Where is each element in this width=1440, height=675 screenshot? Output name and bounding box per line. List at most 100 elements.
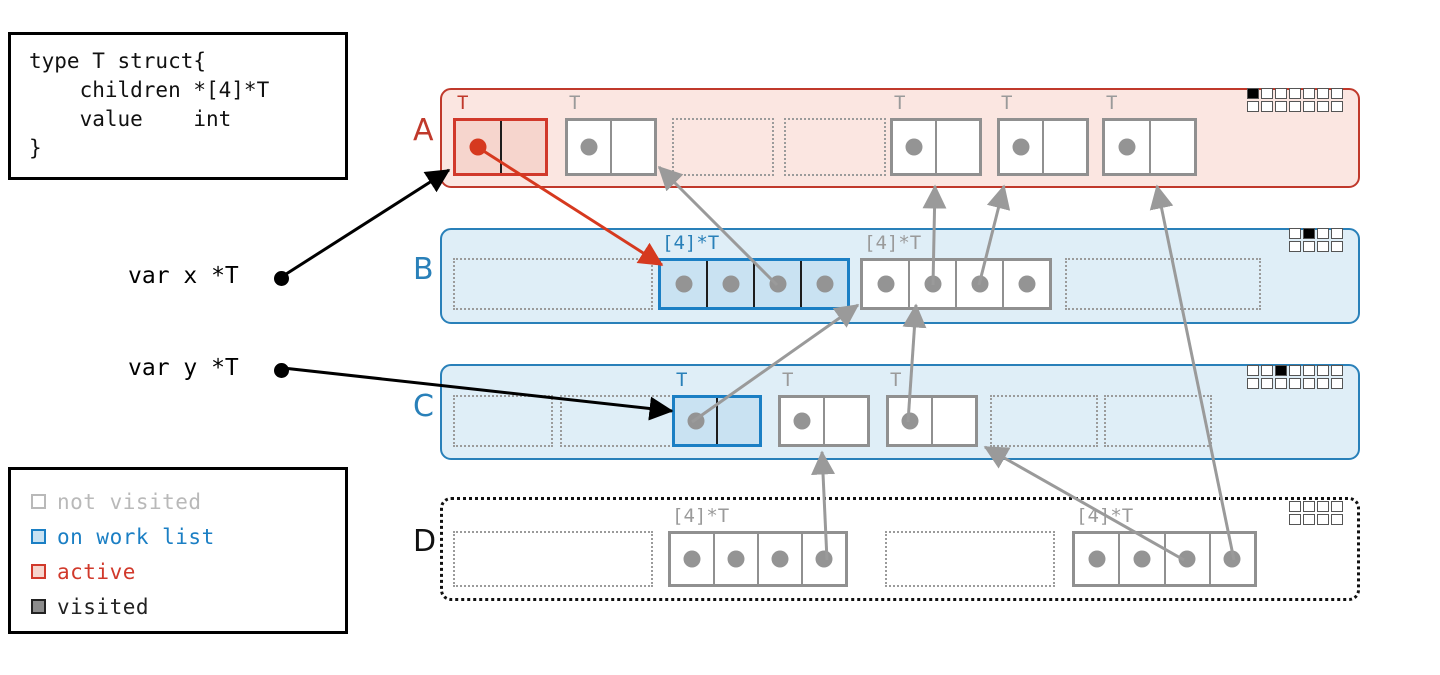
meter-cell bbox=[1331, 88, 1343, 99]
pointer-dot bbox=[901, 412, 919, 430]
meter-cell bbox=[1289, 365, 1301, 376]
meter-cell bbox=[1317, 228, 1329, 239]
code-line: value int bbox=[29, 107, 232, 131]
meter-row bbox=[1247, 88, 1343, 99]
object-field bbox=[1105, 121, 1149, 173]
legend-item: visited bbox=[31, 589, 345, 624]
type-label: T bbox=[569, 92, 581, 114]
meter-cell bbox=[1303, 365, 1315, 376]
pointer-dot bbox=[771, 550, 789, 568]
code-line: type T struct{ bbox=[29, 49, 207, 73]
struct-object[interactable] bbox=[1102, 118, 1197, 176]
pointer-dot bbox=[1088, 550, 1106, 568]
struct-object[interactable] bbox=[890, 118, 982, 176]
meter-cell bbox=[1289, 241, 1301, 252]
meter-cell bbox=[1331, 241, 1343, 252]
object-field bbox=[661, 261, 706, 307]
meter-cell bbox=[1331, 228, 1343, 239]
legend-swatch bbox=[31, 564, 46, 579]
meter-cell bbox=[1317, 101, 1329, 112]
pointer-dot bbox=[816, 275, 833, 293]
pointer-dot bbox=[877, 275, 894, 293]
meter-cell bbox=[1303, 88, 1315, 99]
pointer-dot bbox=[815, 550, 833, 568]
object-field bbox=[675, 398, 716, 444]
pointer-dot bbox=[580, 138, 598, 156]
object-field bbox=[1042, 121, 1086, 173]
type-label: T bbox=[1001, 92, 1013, 114]
legend-swatch bbox=[31, 494, 46, 509]
array-object[interactable] bbox=[1072, 531, 1257, 587]
type-label: T bbox=[457, 92, 469, 114]
object-field bbox=[753, 261, 800, 307]
memory-row-d[interactable] bbox=[440, 497, 1360, 601]
meter-cell bbox=[1275, 101, 1287, 112]
empty-slot bbox=[1104, 395, 1212, 447]
meter-cell bbox=[1289, 501, 1301, 512]
object-field bbox=[889, 398, 931, 444]
legend-label: on work list bbox=[57, 524, 215, 549]
array-object[interactable] bbox=[668, 531, 848, 587]
meter-cell bbox=[1331, 365, 1343, 376]
object-field bbox=[1118, 534, 1163, 584]
struct-object[interactable] bbox=[565, 118, 657, 176]
meter-cell bbox=[1331, 101, 1343, 112]
meter-cell bbox=[1331, 378, 1343, 389]
meter-cell bbox=[1317, 241, 1329, 252]
legend-swatch bbox=[31, 529, 46, 544]
empty-slot bbox=[672, 118, 774, 176]
pointer-dot bbox=[675, 275, 692, 293]
object-field bbox=[931, 398, 975, 444]
meter-cell bbox=[1289, 101, 1301, 112]
meter-cell bbox=[1331, 501, 1343, 512]
empty-slot bbox=[784, 118, 886, 176]
type-label: T bbox=[894, 92, 906, 114]
meter-cell bbox=[1261, 365, 1273, 376]
legend-item: active bbox=[31, 554, 345, 589]
object-field bbox=[716, 398, 759, 444]
pointer-dot bbox=[683, 550, 701, 568]
meter-cell bbox=[1247, 365, 1259, 376]
code-line: children *[4]*T bbox=[29, 78, 270, 102]
object-field bbox=[671, 534, 713, 584]
meter-cell bbox=[1303, 378, 1315, 389]
type-label: T bbox=[890, 369, 902, 391]
meter-cell bbox=[1303, 241, 1315, 252]
meter-cell bbox=[1331, 514, 1343, 525]
type-label: [4]*T bbox=[864, 232, 922, 254]
object-field bbox=[1208, 534, 1254, 584]
object-field bbox=[908, 261, 955, 307]
type-label: [4]*T bbox=[1076, 505, 1134, 527]
var-x-pointer-dot bbox=[274, 271, 289, 286]
struct-object[interactable] bbox=[672, 395, 762, 447]
meter-row bbox=[1289, 228, 1343, 239]
pointer-dot bbox=[905, 138, 923, 156]
meter-row bbox=[1247, 378, 1343, 389]
pointer-dot bbox=[971, 275, 988, 293]
legend-swatch bbox=[31, 599, 46, 614]
array-object[interactable] bbox=[860, 258, 1052, 310]
object-field bbox=[456, 121, 500, 173]
pointer-dot bbox=[687, 412, 704, 430]
occupancy-meter bbox=[1289, 501, 1343, 525]
struct-object[interactable] bbox=[778, 395, 870, 447]
array-object[interactable] bbox=[658, 258, 850, 310]
meter-cell bbox=[1261, 88, 1273, 99]
empty-slot bbox=[1065, 258, 1261, 310]
struct-object[interactable] bbox=[997, 118, 1089, 176]
type-label: T bbox=[1106, 92, 1118, 114]
pointer-dot bbox=[793, 412, 811, 430]
object-field bbox=[1000, 121, 1042, 173]
occupancy-meter bbox=[1289, 228, 1343, 252]
pointer-dot bbox=[1018, 275, 1035, 293]
struct-object[interactable] bbox=[886, 395, 978, 447]
row-label-b: B bbox=[413, 252, 434, 287]
pointer-dot bbox=[1178, 550, 1196, 568]
meter-cell bbox=[1261, 378, 1273, 389]
empty-slot bbox=[885, 531, 1055, 587]
pointer-dot bbox=[469, 138, 487, 156]
object-field bbox=[893, 121, 935, 173]
struct-object[interactable] bbox=[453, 118, 548, 176]
meter-cell bbox=[1289, 514, 1301, 525]
